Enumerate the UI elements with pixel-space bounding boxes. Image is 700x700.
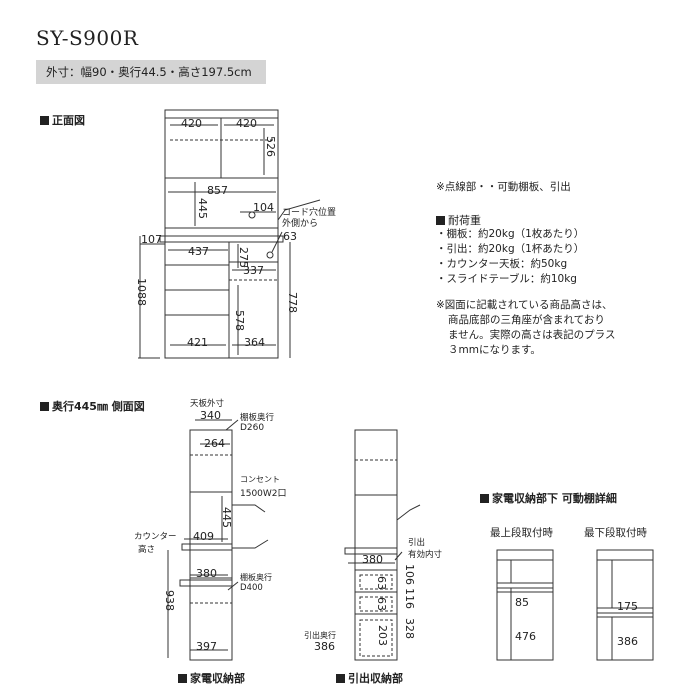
appliance-section-title: 家電収納部: [178, 670, 245, 686]
dim-409: 409: [193, 530, 214, 543]
dim-857: 857: [207, 184, 228, 197]
dim-337: 337: [243, 264, 264, 277]
side-view-title: 奥行445㎜ 側面図: [40, 398, 145, 414]
detail-top-outline: [496, 549, 554, 661]
outer-dimensions: 外寸：幅90・奥行44.5・高さ197.5cm: [46, 65, 252, 79]
dim-386-drawer: 386: [314, 640, 335, 653]
square-bullet-icon: [480, 494, 489, 503]
dim-778: 778: [286, 292, 299, 313]
dim-445-side: 445: [220, 507, 233, 528]
dim-107: 107: [141, 233, 162, 246]
height-note-4: ３mmになります。: [448, 344, 541, 356]
model-title: SY-S900R: [36, 26, 139, 50]
front-view-title: 正面図: [40, 112, 85, 128]
counter-label-2: 高さ: [138, 545, 156, 555]
dim-203: 203: [376, 625, 389, 646]
dim-380-side: 380: [196, 567, 217, 580]
load-item-3: ・カウンター天板：約50kg: [436, 258, 568, 270]
detail-bottom-label: 最下段取付時: [584, 527, 647, 539]
height-note-1: ※図面に記載されている商品高さは、: [436, 299, 613, 311]
dim-420b: 420: [236, 117, 257, 130]
dotted-note: ※点線部・・可動棚板、引出: [436, 181, 571, 193]
detail-bottom-outline: [596, 549, 654, 661]
dim-63b: 63: [375, 597, 388, 611]
square-bullet-icon: [40, 402, 49, 411]
dimension-bar: [36, 60, 266, 84]
drawer-inner-label-2: 有効内寸: [408, 550, 443, 560]
square-bullet-icon: [336, 674, 345, 683]
shelf-depth-label-2: 棚板奥行: [240, 573, 272, 582]
dim-d260: D260: [240, 423, 265, 433]
dim-420a: 420: [181, 117, 202, 130]
drawer-inner-label: 引出: [408, 538, 426, 548]
drawer-section-title: 引出収納部: [336, 670, 403, 686]
dim-340: 340: [200, 409, 221, 422]
cord-hole-label-2: 外側から: [282, 219, 319, 229]
detail-top-a: 85: [515, 596, 529, 609]
dim-526: 526: [264, 136, 277, 157]
detail-top-label: 最上段取付時: [490, 527, 553, 539]
dim-421: 421: [187, 336, 208, 349]
top-outer-label: 天板外寸: [190, 399, 225, 409]
detail-bottom-a: 175: [617, 600, 638, 613]
square-bullet-icon: [178, 674, 187, 683]
square-bullet-icon: [436, 216, 445, 225]
dim-106: 106: [403, 564, 416, 585]
shelf-depth-label: 棚板奥行: [240, 413, 275, 423]
load-item-2: ・引出：約20kg（1杯あたり）: [436, 243, 585, 255]
dim-116: 116: [403, 588, 416, 609]
dim-1088: 1088: [135, 278, 148, 306]
cord-hole-label: コード穴位置: [282, 208, 337, 218]
detail-title: 家電収納部下 可動棚詳細: [480, 490, 617, 506]
dim-63a: 63: [375, 576, 388, 590]
counter-label: カウンター: [134, 532, 177, 542]
drawer-depth-label: 引出奥行: [304, 631, 336, 640]
side-cabinet-outline: [189, 429, 233, 661]
dim-578: 578: [233, 310, 246, 331]
dim-445-front: 445: [196, 198, 209, 219]
load-item-1: ・棚板：約20kg（1枚あたり）: [436, 228, 585, 240]
dim-d400: D400: [240, 583, 263, 593]
dim-264: 264: [204, 437, 225, 450]
height-note-3: ません。実際の高さは表記のプラス: [448, 329, 616, 341]
dim-380-drawer: 380: [362, 553, 383, 566]
dim-938: 938: [163, 590, 176, 611]
detail-bottom-b: 386: [617, 635, 638, 648]
height-note-2: 商品底部の三角座が含まれており: [448, 314, 605, 326]
outlet-label: コンセント: [240, 475, 280, 484]
dim-364: 364: [244, 336, 265, 349]
square-bullet-icon: [40, 116, 49, 125]
front-cabinet-outline: [164, 109, 279, 359]
dim-437: 437: [188, 245, 209, 258]
load-item-4: ・スライドテーブル：約10kg: [436, 273, 577, 285]
detail-top-b: 476: [515, 630, 536, 643]
dim-63-front: 63: [283, 230, 297, 243]
dim-104: 104: [253, 201, 274, 214]
load-title: 耐荷重: [436, 212, 481, 228]
dim-328: 328: [403, 618, 416, 639]
outlet-capacity: 1500W2口: [240, 489, 287, 499]
dim-397: 397: [196, 640, 217, 653]
